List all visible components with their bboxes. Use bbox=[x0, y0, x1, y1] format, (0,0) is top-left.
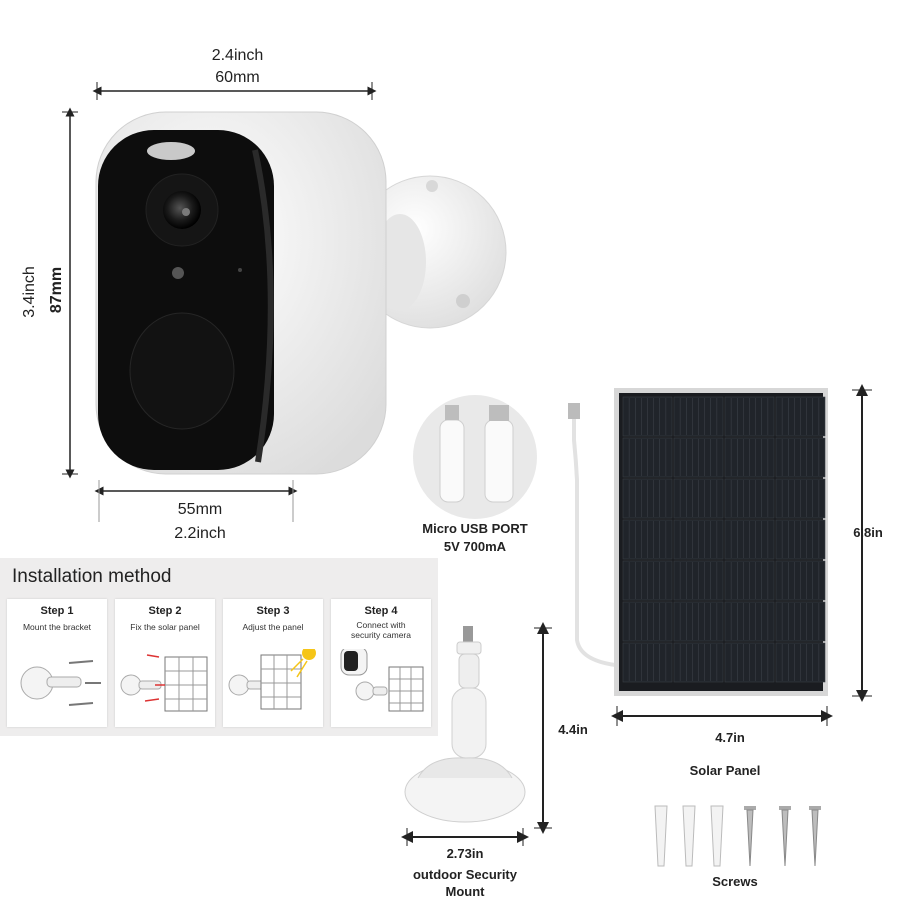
step-desc: Connect with security camera bbox=[331, 620, 431, 640]
step-card-1: Step 1 Mount the bracket bbox=[7, 599, 107, 727]
pir-sensor-icon bbox=[129, 312, 235, 430]
mount-width: 2.73in bbox=[446, 846, 484, 861]
camera-bracket bbox=[353, 175, 507, 329]
screws-illustration bbox=[654, 805, 821, 867]
camera-lens-icon bbox=[163, 191, 201, 229]
camera-width-inch: 2.4inch bbox=[211, 47, 264, 64]
wall-anchor-icon bbox=[654, 805, 724, 867]
installation-panel: Installation method Step 1 Mount the bra… bbox=[0, 558, 438, 736]
usb-label-line2: 5V 700mA bbox=[443, 539, 507, 554]
solar-panel-label: Solar Panel bbox=[689, 763, 761, 778]
sun-icon bbox=[302, 649, 316, 660]
power-cable bbox=[572, 412, 616, 667]
usb-label-line1: Micro USB PORT bbox=[422, 521, 528, 536]
micro-usb-plug-icon bbox=[445, 405, 459, 420]
step-title: Step 1 bbox=[40, 605, 74, 617]
camera-depth-mm: 55mm bbox=[177, 501, 223, 518]
mount-height: 4.4in bbox=[558, 722, 588, 737]
step-desc-line2: security camera bbox=[351, 630, 411, 640]
step-card-4: Step 4 Connect with security camera bbox=[331, 599, 431, 727]
adjust-panel-icon bbox=[228, 649, 316, 710]
step-title: Step 2 bbox=[148, 605, 182, 617]
camera-height-inch: 3.4inch bbox=[21, 266, 38, 318]
step-title: Step 4 bbox=[364, 605, 398, 617]
screws-label: Screws bbox=[712, 874, 758, 889]
micro-usb-illustration bbox=[413, 395, 537, 519]
bracket-mount-icon bbox=[20, 660, 101, 706]
mount-illustration bbox=[404, 626, 526, 823]
cable-plug-icon bbox=[568, 403, 580, 419]
step-title: Step 3 bbox=[256, 605, 290, 617]
spotlight-icon bbox=[147, 142, 195, 160]
camera-body bbox=[95, 111, 387, 475]
fix-panel-icon bbox=[120, 654, 208, 712]
mount-label-line1: outdoor Security bbox=[412, 867, 517, 882]
camera-height-mm: 87mm bbox=[48, 266, 65, 314]
step-desc: Adjust the panel bbox=[242, 622, 304, 632]
solar-panel-illustration bbox=[614, 388, 828, 696]
usb-c-plug-icon bbox=[489, 405, 509, 421]
connect-camera-icon bbox=[340, 649, 424, 712]
step-desc-line1: Connect with bbox=[356, 620, 406, 630]
installation-title: Installation method bbox=[12, 566, 172, 587]
camera-depth-inch: 2.2inch bbox=[174, 525, 226, 542]
step-desc: Mount the bracket bbox=[22, 622, 92, 632]
step-card-3: Step 3 Adjust the panel bbox=[223, 599, 323, 727]
screw-icon bbox=[744, 806, 821, 867]
step-desc: Fix the solar panel bbox=[130, 622, 200, 632]
solar-panel-width: 4.7in bbox=[715, 730, 745, 745]
camera-width-mm: 60mm bbox=[215, 69, 260, 86]
solar-panel-height: 6.8in bbox=[853, 525, 883, 540]
step-card-2: Step 2 Fix the solar panel bbox=[115, 599, 215, 727]
mount-label-line2: Mount bbox=[445, 884, 485, 899]
